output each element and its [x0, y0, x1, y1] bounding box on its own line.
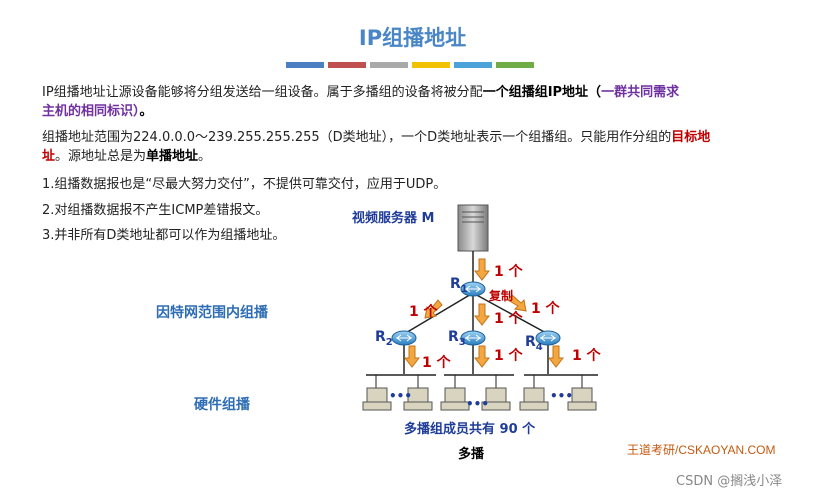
list-item: 2.对组播数据报不产生ICMP差错报文。 [42, 203, 269, 218]
list-item: 3.并非所有D类地址都可以作为组播地址。 [42, 228, 286, 243]
arrow-icon [547, 345, 565, 368]
copy-label: 复制 [488, 288, 513, 303]
label-hardware-multicast: 硬件组播 [194, 397, 250, 413]
text: 。 [198, 149, 212, 164]
computer-icon [519, 375, 549, 411]
arrow-icon [473, 303, 491, 326]
highlight-text: 目标地 [671, 130, 711, 145]
bold-text: 。 [139, 104, 153, 119]
count-label: 1 个 [494, 347, 524, 364]
title-color-bar [286, 62, 534, 68]
router-icon [460, 281, 486, 297]
router-label-r1: R1 [450, 276, 468, 295]
color-segment [370, 62, 408, 68]
router-icon [391, 330, 417, 346]
arrow-icon [403, 345, 421, 368]
computer-icon [481, 375, 511, 411]
arrow-icon [473, 345, 491, 368]
label-internet-multicast: 因特网范围内组播 [156, 305, 268, 321]
highlight-text: 主机的相同标识） [42, 104, 140, 119]
count-label: 1 个 [572, 347, 602, 364]
paragraph-range: 组播地址范围为224.0.0.0～239.255.255.255（D类地址），一… [42, 128, 802, 166]
text: 组播地址范围为224.0.0.0～239.255.255.255（D类地址），一… [42, 130, 672, 145]
data-flow-arrows [403, 258, 565, 368]
count-label: 1 个 [422, 354, 452, 371]
count-label: 1 个 [494, 263, 524, 280]
text: 。源地址总是为 [55, 149, 147, 164]
router-label-r4: R4 [525, 334, 543, 353]
router-label-r3: R3 [448, 329, 466, 348]
list-item: 1.组播数据报也是“尽最大努力交付”，不提供可靠交付，应用于UDP。 [42, 177, 447, 192]
color-segment [328, 62, 366, 68]
color-segment [412, 62, 450, 68]
router-icon [535, 330, 561, 346]
network-links [366, 251, 598, 376]
computer-icon [403, 375, 433, 411]
count-label: 1 个 [494, 310, 524, 327]
arrow-icon [507, 294, 527, 312]
arrow-icon [473, 258, 491, 281]
members-label: 多播组成员共有 90 个 [404, 421, 536, 437]
ellipsis: ••• [550, 389, 573, 403]
text: IP组播地址让源设备能够将分组发送给一组设备。属于多播组的设备将被分配 [42, 85, 483, 100]
highlight-text: 址 [42, 149, 56, 164]
server-label: 视频服务器 M [352, 210, 434, 226]
watermark: CSDN @搁浅小泽 [676, 474, 783, 489]
computer-icon [440, 375, 470, 411]
ellipsis: ••• [466, 397, 489, 411]
color-segment [496, 62, 534, 68]
count-label: 1 个 [531, 300, 561, 317]
computer-icon [567, 375, 597, 411]
color-segment [286, 62, 324, 68]
host-group [362, 375, 597, 411]
router-icon [460, 330, 486, 346]
color-segment [454, 62, 492, 68]
server-icon [457, 204, 489, 252]
bold-text: 单播地址 [146, 149, 199, 164]
diagram-caption: 多播 [458, 446, 485, 462]
page-title: IP组播地址 [358, 26, 467, 50]
ellipsis: ••• [389, 389, 412, 403]
router-label-r2: R2 [375, 329, 393, 348]
footer-brand: 王道考研/CSKAOYAN.COM [627, 443, 776, 457]
count-label: 1 个 [409, 303, 439, 320]
arrow-icon [424, 299, 443, 319]
paragraph-definition: IP组播地址让源设备能够将分组发送给一组设备。属于多播组的设备将被分配一个组播组… [42, 83, 802, 121]
computer-icon [362, 375, 392, 411]
highlight-text: 一群共同需求 [601, 85, 680, 100]
bold-text: 一个组播组IP地址（ [482, 85, 602, 100]
